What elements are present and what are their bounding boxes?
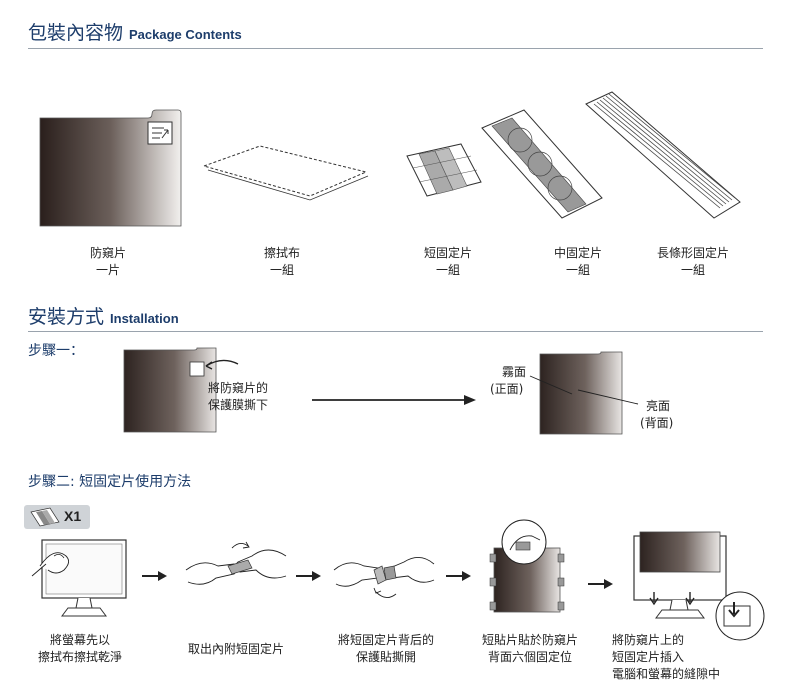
- step1-filter-sides-image: [529, 351, 639, 435]
- short-fixing-piece-image: [406, 143, 482, 197]
- monitor-cleaning-image: [31, 539, 127, 617]
- item-caption-medium-fixing: 中固定片一組: [553, 246, 602, 277]
- step1-peel-note: 將防窺片的保護膜撕下: [208, 381, 269, 412]
- cleaning-cloth-image: [202, 145, 369, 201]
- qty-badge-text: X1: [64, 508, 82, 524]
- arrow-right-icon: [312, 395, 476, 405]
- step2-label: 步驟二: 短固定片使用方法: [28, 474, 192, 490]
- short-fixing-piece-icon: [30, 507, 60, 527]
- item-caption-long-fixing: 長條形固定片一組: [656, 246, 729, 277]
- step-arrow-icon-2: [296, 571, 321, 581]
- item-caption-privacy-filter: 防窺片一片: [89, 246, 126, 277]
- filter-back-pieces-image: [489, 519, 565, 613]
- step-arrow-icon-1: [142, 571, 167, 581]
- step-arrow-icon-3: [446, 571, 471, 581]
- step1-filter-peel-image: [123, 347, 239, 433]
- installation-rule: [28, 331, 763, 332]
- medium-fixing-piece-image: [481, 109, 603, 219]
- hands-take-piece-image: [185, 541, 287, 585]
- privacy-filter-image: [39, 109, 182, 227]
- step2-caption-5: 將防窺片上的短固定片插入電腦和螢幕的縫隙中: [612, 633, 721, 681]
- step1-gloss-note: 亮面(背面): [640, 399, 674, 430]
- step2-caption-3: 將短固定片背后的保護貼撕開: [337, 633, 434, 664]
- long-fixing-strip-image: [585, 91, 741, 219]
- step-arrow-icon-4: [588, 579, 613, 589]
- hands-peel-backing-image: [333, 557, 435, 598]
- step2-caption-1: 將螢幕先以擦拭布擦拭乾淨: [37, 633, 122, 664]
- step1-label: 步驟一：: [28, 343, 84, 359]
- item-caption-cleaning-cloth: 擦拭布一組: [263, 246, 300, 277]
- qty-badge: X1: [24, 505, 90, 529]
- step2-caption-2: 取出內附短固定片: [187, 642, 284, 656]
- step2-caption-4: 短貼片貼於防窺片背面六個固定位: [481, 633, 578, 664]
- step1-matte-note: 霧面(正面): [490, 365, 527, 396]
- item-caption-short-fixing: 短固定片一組: [423, 246, 472, 277]
- monitor-insert-filter-image: [633, 531, 765, 641]
- package-contents-rule: [28, 48, 763, 49]
